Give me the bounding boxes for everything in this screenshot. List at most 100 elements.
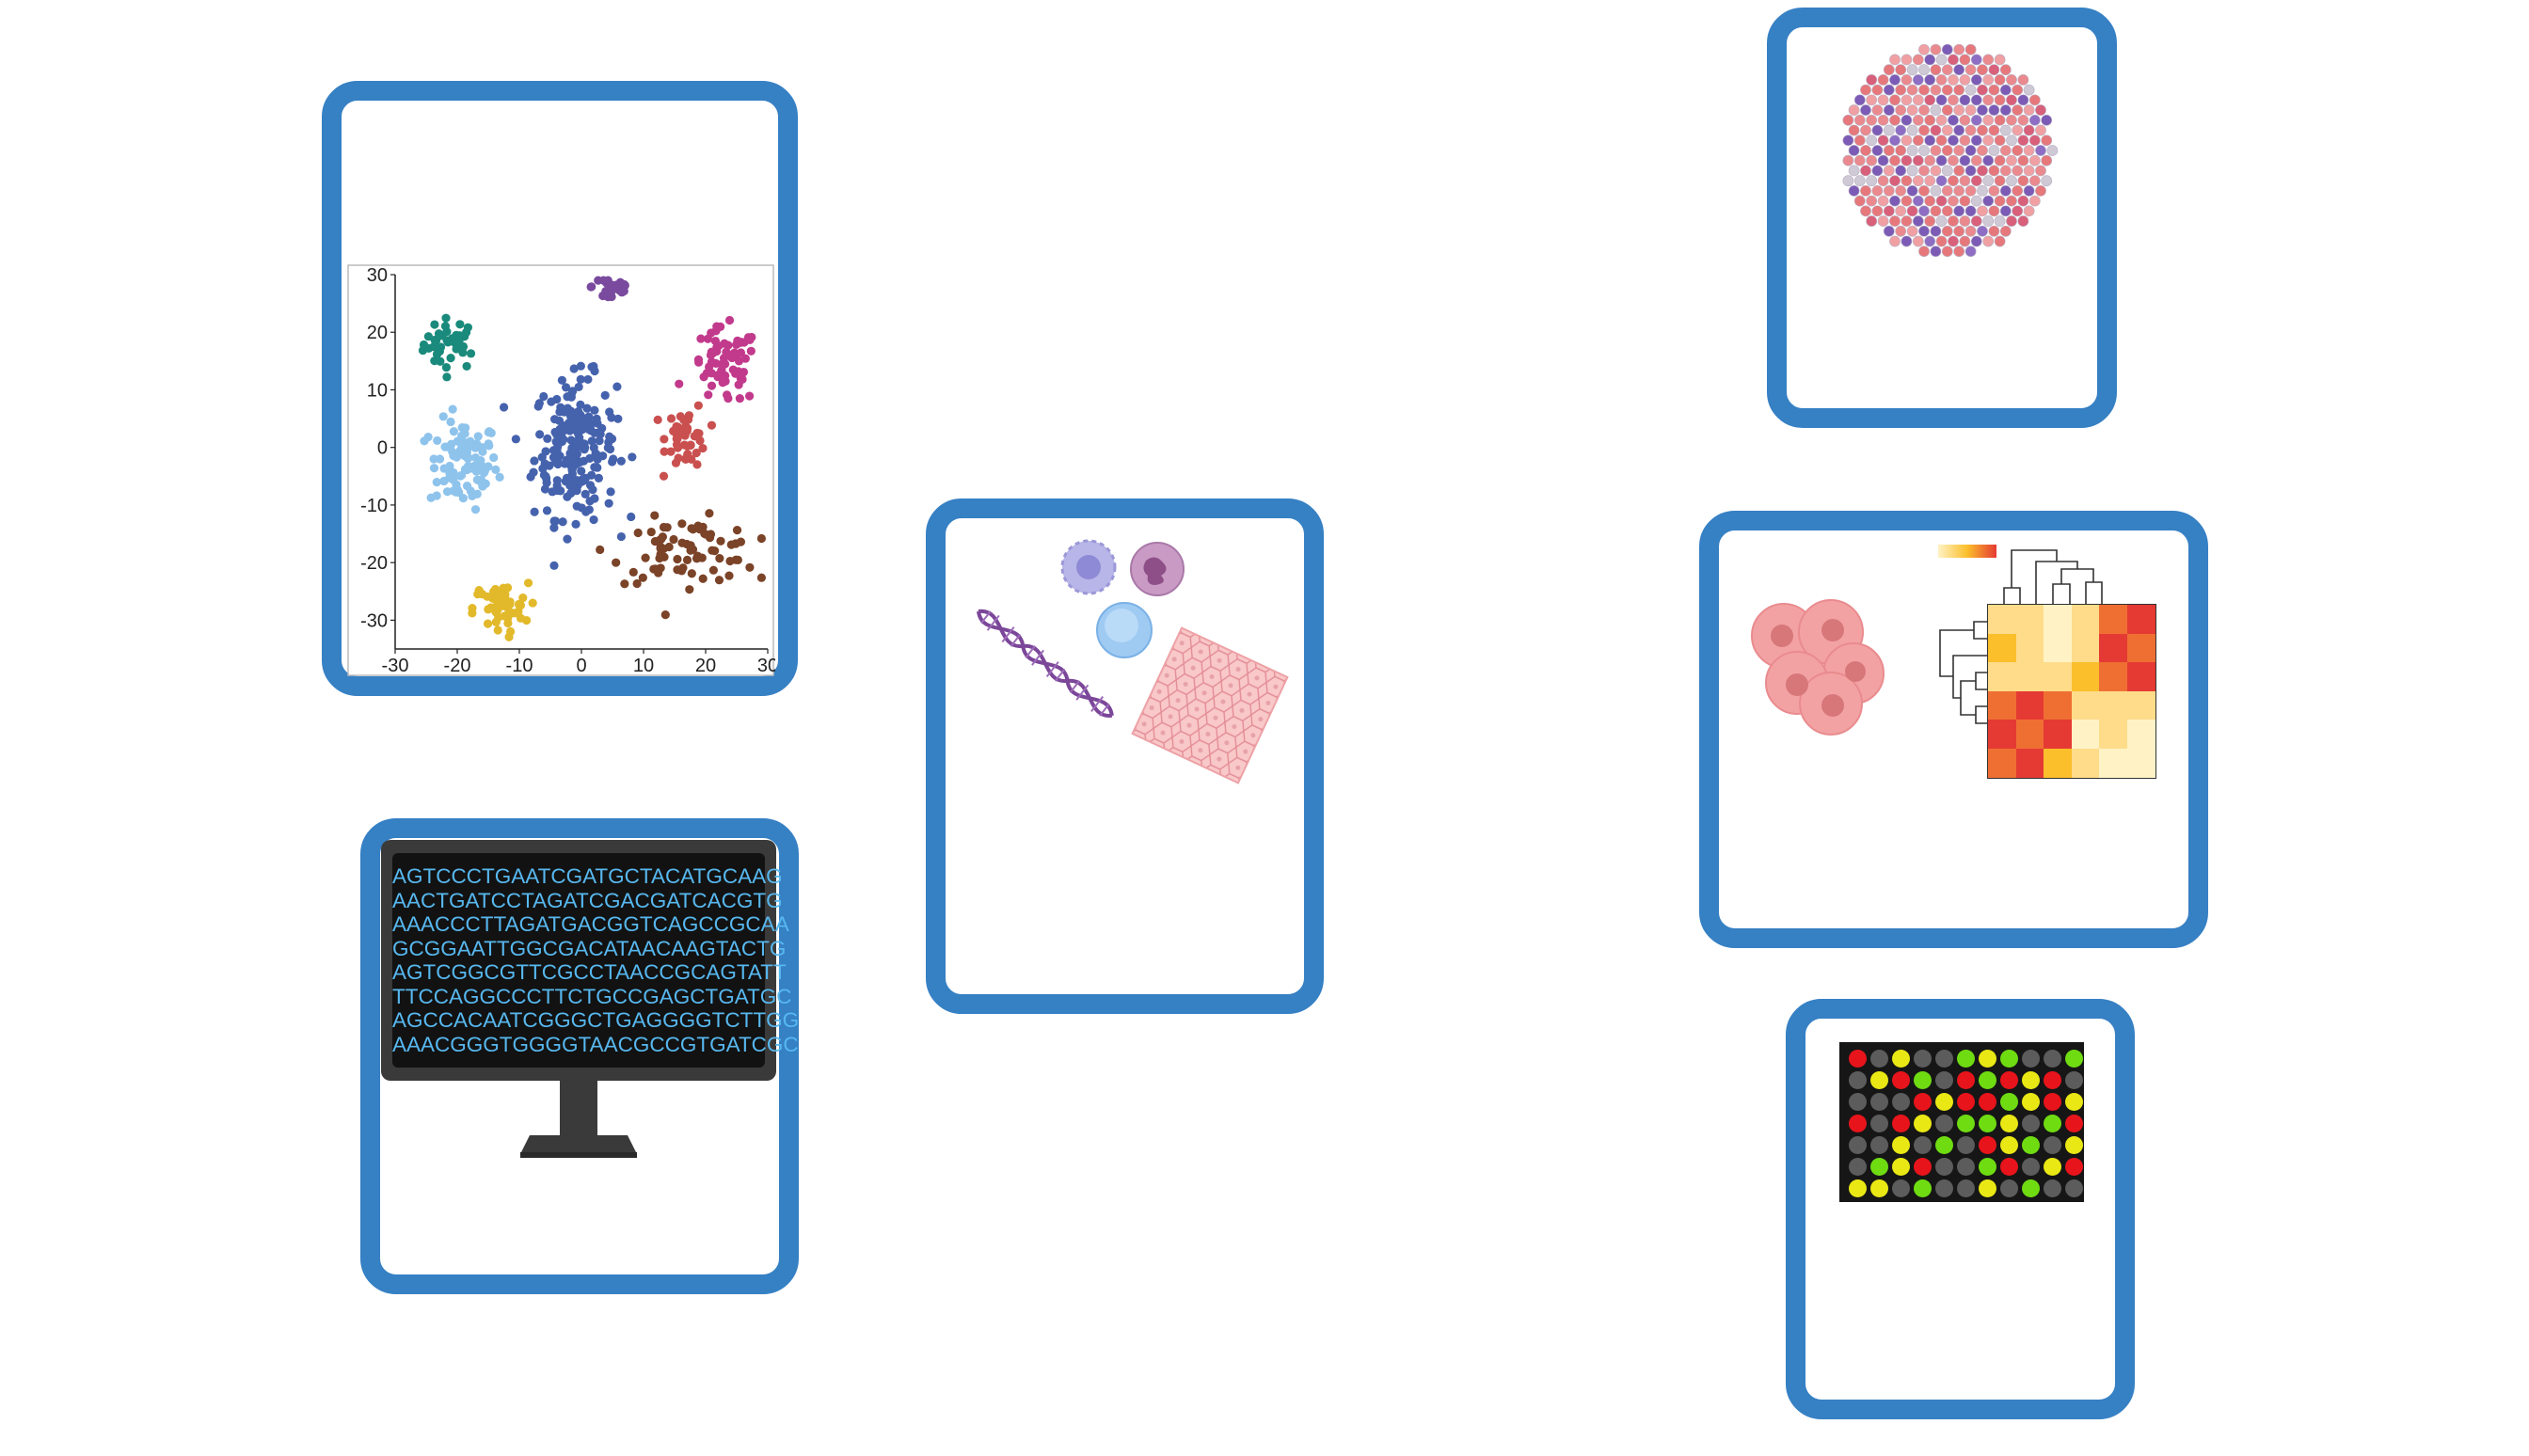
heatmap-cell [2044, 690, 2072, 720]
spot [1930, 225, 1942, 237]
heatmap-color-scale [1938, 545, 1996, 558]
x-tick-label: 0 [576, 656, 586, 676]
heatmap-cell [2015, 748, 2044, 778]
spot [1883, 104, 1895, 116]
spot [1970, 94, 1982, 106]
scatter-point [666, 447, 676, 456]
spot [1866, 135, 1878, 147]
spot [1871, 104, 1884, 116]
spot [1948, 235, 1959, 247]
microarray-spot [1914, 1050, 1932, 1068]
scatter-point [682, 423, 692, 433]
microarray-spot [1979, 1071, 1996, 1089]
scatter-point [571, 519, 581, 529]
spot [1959, 135, 1971, 147]
spot [1918, 145, 1930, 156]
spot [1948, 135, 1959, 147]
microarray-spot [1849, 1179, 1867, 1197]
spot [1982, 94, 1995, 106]
spot [1953, 84, 1965, 96]
spot [2023, 84, 2035, 96]
spot [1930, 104, 1942, 116]
scatter-point [733, 336, 742, 345]
scatter-point [559, 407, 569, 417]
scatter-point [446, 354, 455, 363]
microarray-spot [1892, 1115, 1910, 1132]
microarray-spot [1935, 1050, 1953, 1068]
scatter-point [708, 565, 718, 575]
spot [1871, 165, 1884, 177]
spot [1918, 43, 1930, 55]
spot [1895, 165, 1907, 177]
spot [1889, 175, 1901, 187]
spot [1901, 94, 1913, 106]
microarray-spot [2022, 1071, 2040, 1089]
spot [1930, 184, 1942, 197]
scatter-point [495, 472, 504, 483]
heatmap-cell [2015, 690, 2044, 720]
scatter-point [604, 499, 613, 508]
spot [1895, 104, 1907, 116]
spot [1941, 145, 1953, 156]
microarray-spot [2044, 1115, 2061, 1132]
spot [1906, 225, 1918, 237]
x-tick-label: -10 [506, 656, 533, 676]
microarray-spot [1914, 1071, 1932, 1089]
scatter-point [567, 483, 577, 492]
scatter-point [717, 369, 726, 378]
spot [1866, 195, 1878, 207]
microarray-spot [2065, 1115, 2083, 1132]
spot [1977, 205, 1988, 217]
heatmap-cell [2071, 748, 2100, 778]
scatter-point [696, 334, 706, 343]
spot [1906, 145, 1918, 156]
scatter-point [547, 397, 556, 406]
y-tick-label: 30 [367, 265, 388, 286]
scatter-point [505, 626, 516, 637]
scatter-point [685, 585, 694, 594]
spot [1948, 94, 1959, 106]
spot [1889, 215, 1901, 227]
spot [1848, 184, 1860, 197]
scatter-point [542, 506, 552, 515]
spot [1853, 175, 1866, 187]
scatter-point [707, 347, 716, 356]
scatter-point [442, 372, 452, 382]
scatter-point [446, 417, 455, 427]
spot [1982, 114, 1995, 126]
scatter-point [620, 579, 629, 589]
spot [1906, 165, 1918, 177]
spot [1941, 165, 1953, 177]
spot [1906, 184, 1918, 197]
scatter-point [609, 454, 618, 464]
microarray-spot [2022, 1093, 2040, 1111]
spot [1953, 245, 1965, 258]
scatter-point [590, 463, 599, 472]
spot [1970, 175, 1982, 187]
spot [1964, 104, 1977, 116]
microarray-spot [1957, 1115, 1975, 1132]
scatter-point [433, 435, 442, 446]
scatter-point [483, 619, 493, 628]
spot [1901, 175, 1913, 187]
spot [1912, 175, 1924, 187]
scatter-point [638, 573, 647, 582]
scatter-point [641, 553, 650, 562]
scatter-point [552, 485, 563, 496]
scatter-point [660, 447, 669, 456]
microarray-spot [1957, 1158, 1975, 1176]
scatter-point [596, 545, 605, 555]
scatter-point [492, 593, 501, 602]
scatter-point [575, 433, 584, 442]
scatter-point [588, 484, 597, 495]
heatmap-cell [2071, 605, 2100, 634]
microarray-spot [1892, 1050, 1910, 1068]
spatial-transcriptomics-spots [1842, 43, 2059, 258]
scatter-point [669, 534, 678, 545]
spot [1930, 165, 1942, 177]
scatter-point [432, 491, 441, 500]
spot [1877, 195, 1889, 207]
sequence-line: TTCCAGGCCCTTCTGCCGAGCTGATGC [392, 984, 792, 1008]
scatter-point [555, 424, 565, 434]
